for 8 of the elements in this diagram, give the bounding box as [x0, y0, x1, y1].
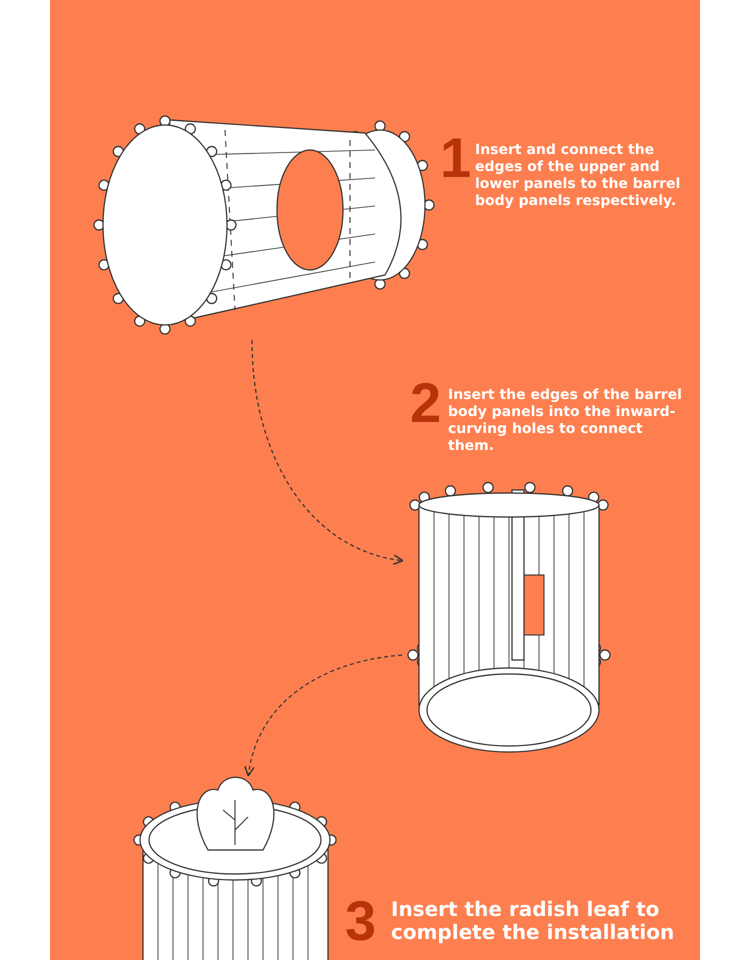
dashed-arrow	[244, 654, 402, 777]
instruction-text: Insert the edges of the barrel body panels into the inward-curving holes to connect them.	[448, 387, 683, 455]
step-number: 2	[410, 375, 442, 431]
dashed-arrow	[251, 340, 404, 564]
step-number: 3	[345, 893, 376, 949]
instruction-text: Insert the radish leaf to complete the installation	[391, 898, 676, 944]
instruction-text: Insert and connect the edges of the upper and lower panels to the barrel body panels respectively.	[475, 142, 682, 210]
step-number: 1	[440, 130, 472, 186]
